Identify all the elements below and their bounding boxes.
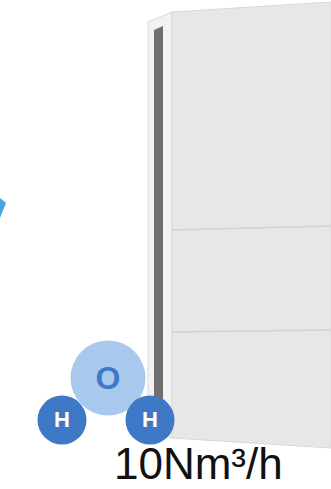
flow-rate-label: 10Nm³/h: [114, 442, 283, 486]
hydrogen-atom: H: [37, 395, 87, 445]
cabinet-divider: [172, 330, 331, 332]
cabinet-front: [172, 2, 331, 448]
flow-arrow-tip: [0, 198, 6, 218]
atom-symbol: H: [54, 409, 70, 431]
cabinet-stripe: [154, 26, 163, 405]
atom-circle: [126, 396, 175, 445]
atom-symbol: H: [142, 409, 158, 431]
atom-circle: [38, 396, 87, 445]
hydrogen-atom: H: [125, 395, 175, 445]
atom-symbol: O: [96, 362, 121, 394]
cabinet-divider: [172, 226, 331, 230]
cabinet-side: [148, 12, 172, 438]
